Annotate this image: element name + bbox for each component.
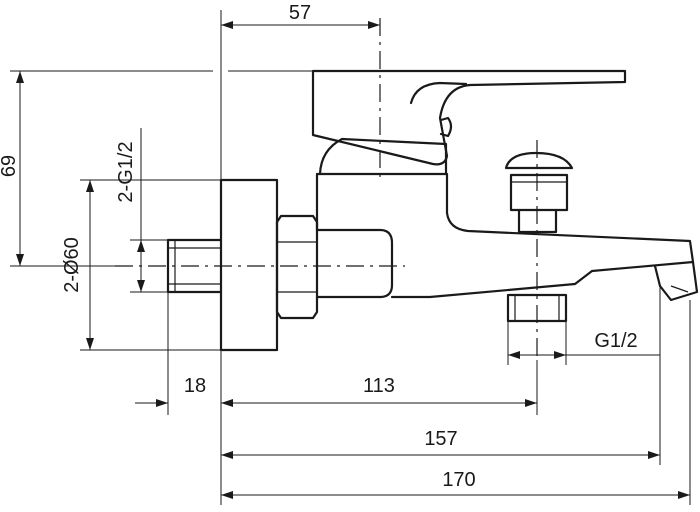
dim-label-18: 18	[184, 375, 206, 397]
hex-nut	[275, 214, 319, 320]
lever-handle	[311, 69, 627, 166]
dim-label-113: 113	[363, 375, 395, 397]
lever-pivot	[439, 116, 453, 138]
diverter-cap	[504, 151, 574, 170]
spout-tip	[653, 260, 699, 302]
dim-label-diameter: 2-Ø60	[61, 237, 83, 293]
extension-lines	[10, 10, 691, 505]
connector-tube	[315, 228, 394, 299]
center-lines	[115, 18, 538, 360]
dim-label-170: 170	[442, 469, 475, 491]
dimension-lines	[16, 21, 690, 499]
main-body	[315, 172, 695, 299]
dim-label-57: 57	[289, 2, 311, 24]
dim-label-157: 157	[424, 428, 457, 450]
inlet-thread	[166, 238, 223, 294]
dim-label-thread-bottom: G1/2	[594, 330, 637, 352]
diverter-knob	[509, 173, 569, 212]
lever-grip	[409, 81, 468, 105]
faucet-body	[166, 69, 699, 352]
dimension-labels: 57 69 2-Ø60 2-G1/2 18 113 G1/2 157 170	[0, 2, 638, 491]
wall-flange	[219, 178, 279, 352]
dim-label-69: 69	[0, 155, 20, 177]
cartridge-base	[318, 137, 448, 176]
dim-label-thread-left: 2-G1/2	[115, 141, 137, 202]
